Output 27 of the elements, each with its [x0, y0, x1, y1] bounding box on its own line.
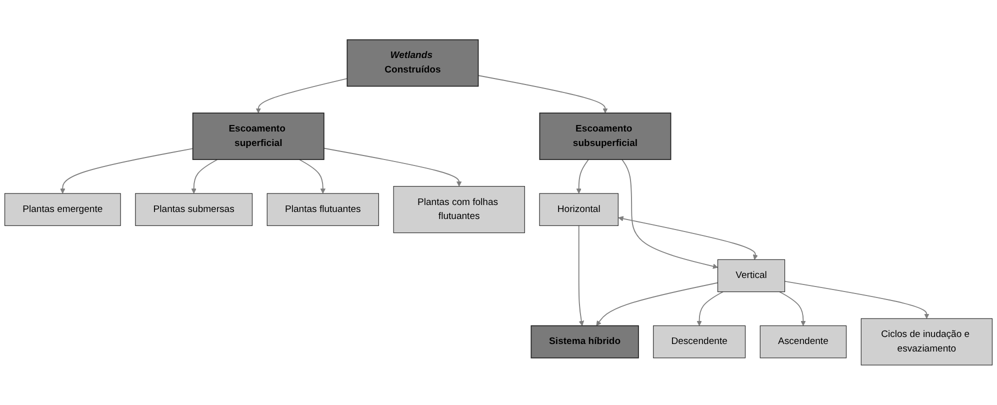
arrow [60, 148, 194, 194]
arrow [596, 282, 718, 326]
arrow [298, 159, 326, 194]
node-box: Plantas flutuantes [266, 193, 379, 226]
arrow [191, 159, 218, 194]
arrow [621, 159, 718, 269]
node-box: Wetlands Construídos [346, 39, 479, 87]
node-box: Plantas com folhas flutuantes [393, 186, 525, 234]
node-box: Horizontal [539, 193, 618, 226]
node-box: Ascendente [760, 326, 847, 358]
arrow [578, 225, 584, 326]
arrow [256, 78, 348, 114]
node-box: Escoamento subsuperficial [539, 112, 672, 160]
node-box: Ciclos de inudação e esvaziamento [860, 318, 993, 366]
arrow [618, 216, 758, 260]
node-box: Sistema híbrido [530, 325, 639, 358]
node-box: Descendente [653, 326, 746, 358]
node-box: Plantas submersas [135, 193, 253, 226]
node-box: Escoamento superficial [192, 112, 324, 160]
arrow [779, 291, 806, 326]
arrow [784, 280, 930, 319]
arrow [576, 159, 589, 194]
node-box: Vertical [717, 259, 786, 292]
arrow [478, 75, 608, 114]
node-box: Plantas emergente [4, 193, 121, 226]
arrow [696, 291, 724, 326]
arrow [323, 148, 462, 187]
